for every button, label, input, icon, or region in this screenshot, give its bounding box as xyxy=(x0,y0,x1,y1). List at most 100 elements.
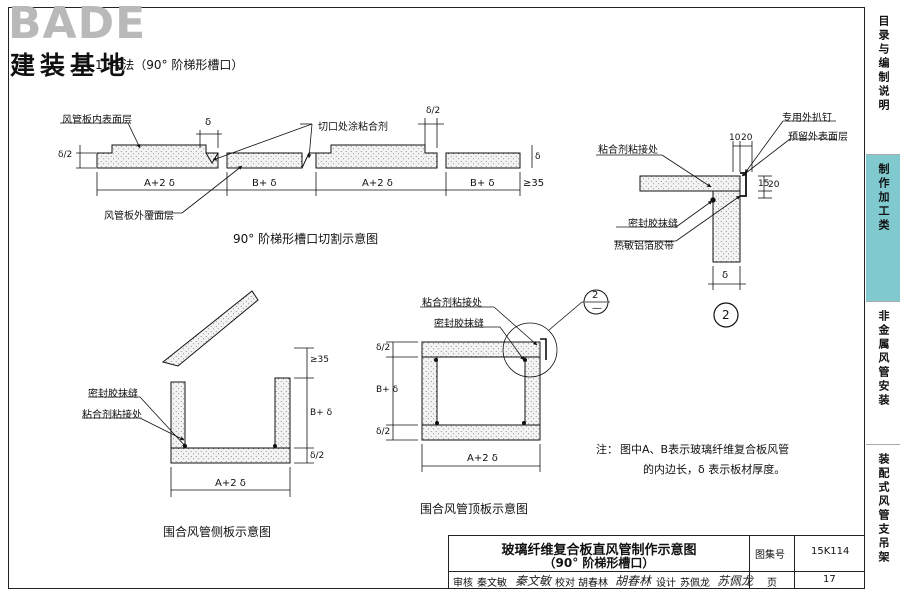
atlas-label: 图集号 xyxy=(755,550,785,561)
label-side-delta-half: δ/2 xyxy=(310,451,325,461)
label-side-glue: 粘合剂粘接处 xyxy=(82,410,142,421)
top-panel-dimensions xyxy=(386,301,610,472)
label-d2-20: 20 xyxy=(741,133,753,143)
review-name: 秦文敏 xyxy=(477,578,507,589)
logo-wordmark: BADE xyxy=(8,0,147,49)
label-d2-15: 15 xyxy=(758,179,770,189)
label-d2-reserved: 预留外表面层 xyxy=(788,132,848,143)
label-outer-cover: 风管板外覆面层 xyxy=(104,211,174,222)
top-panel-top xyxy=(421,341,541,358)
label-seg-a-2: A+2 δ xyxy=(362,178,393,189)
label-seg-a-1: A+2 δ xyxy=(144,178,175,189)
v-groove-mid xyxy=(301,152,316,169)
label-side-b: B+ δ xyxy=(310,408,333,418)
label-seg-b-1: B+ δ xyxy=(252,178,277,189)
design-label: 设计 xyxy=(656,578,676,589)
note-line-1: 图中A、B表示玻璃纤维复合板风管 xyxy=(620,443,790,456)
top-panel-diagram xyxy=(421,338,547,441)
detail-side-panel xyxy=(712,190,741,263)
sidebar-item-label: 制作加工类 xyxy=(877,163,890,233)
check-label: 校对 xyxy=(555,578,575,589)
sidebar-item-fabrication[interactable]: 制作加工类 xyxy=(866,154,900,301)
top-panel-bottom xyxy=(421,424,541,441)
label-top-glue: 粘合剂粘接处 xyxy=(422,298,482,309)
label-side-min35: ≥35 xyxy=(310,355,329,365)
label-d2-foil: 热敏铝箔胶带 xyxy=(614,241,674,252)
sidebar-item-support-hanger[interactable]: 装配式风管支吊架 xyxy=(866,444,900,589)
panel-a-right xyxy=(315,144,438,169)
label-glue-cut: 切口处涂粘合剂 xyxy=(318,122,388,133)
detail-number-circle xyxy=(713,302,739,328)
page-value: 17 xyxy=(823,574,836,585)
title-line-1: 玻璃纤维复合板直风管制作示意图 xyxy=(501,543,697,558)
sidebar-item-contents[interactable]: 目录与编制说明 xyxy=(866,7,900,154)
v-groove-left xyxy=(205,152,219,164)
label-top-delta-half-2: δ/2 xyxy=(376,427,391,437)
side-right-wall xyxy=(274,377,291,449)
detail-2-diagram xyxy=(639,172,747,263)
tb-divider-v2 xyxy=(794,536,795,588)
side-flap-left xyxy=(161,290,259,367)
cutting-dimensions xyxy=(60,118,533,214)
drawing-frame xyxy=(8,7,865,589)
note-label: 注： xyxy=(596,443,618,456)
title-block: 玻璃纤维复合板直风管制作示意图 （90° 阶梯形槽口） 图集号 15K114 审… xyxy=(448,535,865,589)
sealant-dots xyxy=(183,358,527,448)
label-seg-b-2: B+ δ xyxy=(470,178,495,189)
label-cut-delta: δ xyxy=(205,117,212,128)
detail-nail xyxy=(740,172,747,197)
label-side-a2: A+2 δ xyxy=(215,478,246,489)
logo: BADE 建装基地 xyxy=(0,0,175,88)
top-panel-nail xyxy=(540,338,547,360)
sidebar-item-nonmetal-duct[interactable]: 非金属风管安装 xyxy=(866,301,900,444)
page-label: 页 xyxy=(767,578,777,589)
label-top-delta-half-1: δ/2 xyxy=(376,343,391,353)
label-top-sealant: 密封胶抹缝 xyxy=(434,319,484,330)
caption-top-panel: 围合风管顶板示意图 xyxy=(420,502,529,516)
sidebar-item-label: 目录与编制说明 xyxy=(877,15,890,113)
review-label: 审核 xyxy=(453,578,473,589)
caption-cutting: 90° 阶梯形槽口切割示意图 xyxy=(233,232,379,246)
label-d2-20v: 20 xyxy=(768,180,780,190)
label-d2-10: 10 xyxy=(729,133,741,143)
design-signature: 苏佩龙 xyxy=(717,574,754,588)
check-name: 胡春林 xyxy=(578,578,608,589)
panel-b-left xyxy=(226,152,303,169)
label-d2-nail: 专用外扒钉 xyxy=(782,113,832,124)
label-top-b: B+ δ xyxy=(376,385,399,395)
caption-side-panel: 围合风管侧板示意图 xyxy=(163,525,272,539)
side-panel-dimensions xyxy=(82,347,314,497)
tb-divider-v1 xyxy=(749,536,750,588)
side-base xyxy=(170,447,291,464)
design-name: 苏佩龙 xyxy=(680,578,710,589)
label-top-a2: A+2 δ xyxy=(467,453,498,464)
note-line-2: 的内边长，δ 表示板材厚度。 xyxy=(643,463,786,476)
section-heading: 1. 片法（90° 阶梯形槽口） xyxy=(95,58,244,72)
sidebar-item-label: 非金属风管安装 xyxy=(877,310,890,408)
panel-a-left xyxy=(96,144,219,169)
sidebar-item-label: 装配式风管支吊架 xyxy=(877,453,890,565)
label-d2-delta: δ xyxy=(722,270,729,281)
logo-chinese: 建装基地 xyxy=(10,51,131,80)
detail-2-dimensions xyxy=(596,120,836,290)
label-side-sealant: 密封胶抹缝 xyxy=(88,389,138,400)
title-line-2: （90° 阶梯形槽口） xyxy=(543,556,655,570)
ref-num: 2 xyxy=(592,290,599,301)
label-cut-delta-right: δ xyxy=(535,152,541,162)
check-signature: 胡春林 xyxy=(615,574,652,588)
label-d2-sealant: 密封胶抹缝 xyxy=(628,219,678,230)
side-panel-diagram xyxy=(161,290,291,464)
tb-divider-h xyxy=(449,571,864,572)
ref-sheet: — xyxy=(592,303,602,314)
label-d2-glue: 粘合剂粘接处 xyxy=(598,145,658,156)
label-cut-delta-half-top: δ/2 xyxy=(426,106,441,116)
label-cut-min35: ≥35 xyxy=(523,178,545,189)
cutting-diagram xyxy=(96,144,521,169)
detail-number: 2 xyxy=(722,308,730,322)
detail-top-panel xyxy=(639,175,741,192)
atlas-value: 15K114 xyxy=(811,546,850,557)
review-signature: 秦文敏 xyxy=(515,574,552,588)
label-cut-delta-half-left: δ/2 xyxy=(58,150,73,160)
